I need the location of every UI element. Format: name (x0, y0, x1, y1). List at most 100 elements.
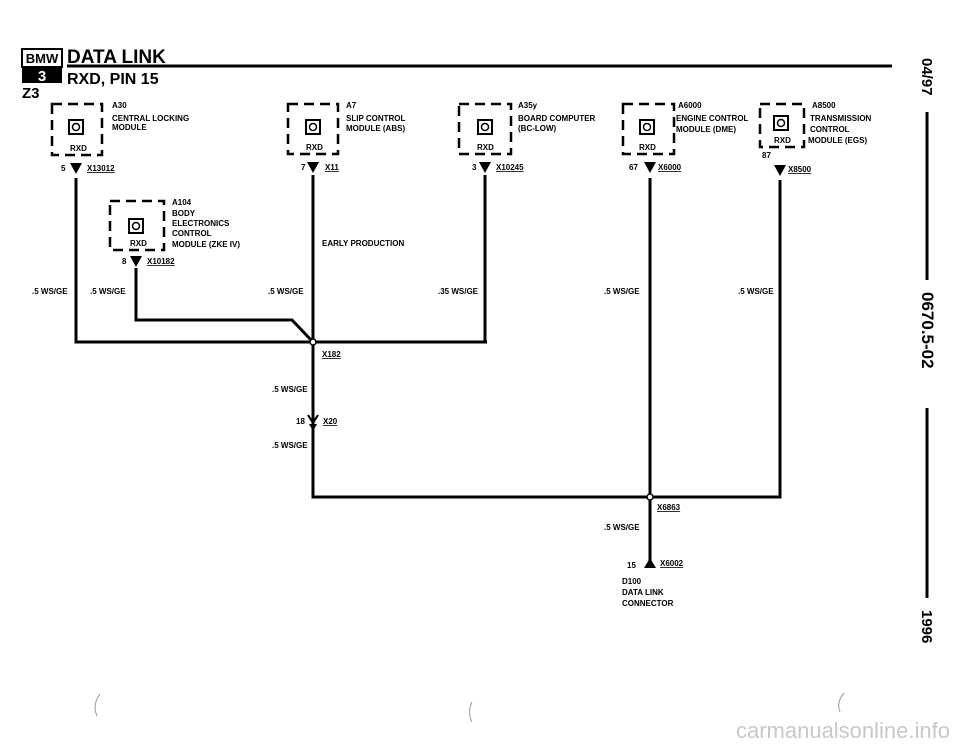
module-a30-line2: MODULE (112, 123, 147, 132)
early-production-note: EARLY PRODUCTION (322, 239, 404, 248)
module-a35y-line2: (BC-LOW) (518, 124, 557, 133)
connector-arrow (307, 162, 319, 173)
module-a6000-line2: MODULE (DME) (676, 125, 736, 134)
wire-label-a6000: .5 WS/GE (604, 287, 640, 296)
wire-label-a104: .5 WS/GE (90, 287, 126, 296)
module-a30-line1: CENTRAL LOCKING (112, 114, 189, 123)
module-a8500-id: A8500 (812, 101, 836, 110)
connector-arrow (774, 165, 786, 176)
connector-arrow (479, 162, 491, 173)
module-a6000-pin-label: RXD (639, 143, 656, 152)
watermark-text: carmanualsonline.info (736, 718, 950, 743)
bmw-logo: BMW 3 (21, 48, 63, 85)
header: BMW 3 DATA LINK RXD, PIN 15 Z3 (21, 47, 892, 102)
splice-x6863-label: X6863 (657, 503, 681, 512)
module-a6000-box (621, 102, 676, 156)
module-a35y-id: A35y (518, 101, 538, 110)
splice-x6863-dot (646, 493, 654, 501)
module-icon (68, 119, 84, 135)
module-a104-line3: CONTROL (172, 229, 212, 238)
module-a7: RXD A7 SLIP CONTROL MODULE (ABS) 7 X11 (286, 101, 406, 173)
module-icon (128, 218, 144, 234)
module-a7-id: A7 (346, 101, 357, 110)
module-icon (477, 119, 493, 135)
module-a6000-id: A6000 (678, 101, 702, 110)
module-a104-connector: X10182 (147, 257, 175, 266)
module-a8500-pin-label: RXD (774, 136, 791, 145)
year-label: 1996 (918, 610, 935, 643)
connector-x20-id: X20 (323, 417, 338, 426)
d100-label: D100 DATA LINK CONNECTOR (622, 577, 674, 608)
doc-number-label: 0670.5-02 (918, 292, 937, 369)
wire-label-d100: .5 WS/GE (604, 523, 640, 532)
module-a7-connector: X11 (325, 163, 339, 172)
module-a35y-pin: 3 (472, 163, 477, 172)
module-a6000-line1: ENGINE CONTROL (676, 114, 749, 123)
page-title: DATA LINK (67, 47, 166, 68)
module-a7-line1: SLIP CONTROL (346, 114, 406, 123)
model-label: Z3 (22, 85, 40, 102)
module-icon (305, 119, 321, 135)
module-a35y: RXD A35y BOARD COMPUTER (BC-LOW) 3 X1024… (457, 101, 596, 173)
connector-arrow (130, 256, 142, 267)
connector-x6002: 15 X6002 (627, 558, 684, 570)
logo-series-text: 3 (38, 68, 46, 85)
connector-x20-pin: 18 (296, 417, 305, 426)
module-a30-connector: X13012 (87, 164, 115, 173)
module-a7-line2: MODULE (ABS) (346, 124, 405, 133)
module-a35y-line1: BOARD COMPUTER (518, 114, 596, 123)
connector-x20-arrow (307, 414, 319, 425)
connector-x20-arrow-head (309, 424, 317, 431)
wires (74, 175, 782, 565)
module-a8500-pin: 87 (762, 151, 771, 160)
module-a35y-box (457, 102, 513, 156)
module-icon (639, 119, 655, 135)
module-a104-line2: ELECTRONICS (172, 219, 230, 228)
module-a6000-connector: X6000 (658, 163, 682, 172)
module-a104-line1: BODY (172, 209, 196, 218)
date-label: 04/97 (918, 58, 935, 96)
connector-arrow (70, 163, 82, 174)
wire-a104 (134, 268, 315, 344)
module-a30-id: A30 (112, 101, 127, 110)
module-a104-id: A104 (172, 198, 192, 207)
module-a8500-box (758, 102, 806, 149)
wire-label-mid1: .5 WS/GE (272, 385, 308, 394)
module-a8500-line3: MODULE (EGS) (808, 136, 867, 145)
module-a8500-line1: TRANSMISSION (810, 114, 872, 123)
module-a7-pin: 7 (301, 163, 306, 172)
wire-label-a35: .35 WS/GE (438, 287, 479, 296)
logo-bmw-text: BMW (26, 51, 59, 66)
wire-labels: .5 WS/GE .5 WS/GE .5 WS/GE .35 WS/GE .5 … (32, 287, 774, 532)
wire-label-mid2: .5 WS/GE (272, 441, 308, 450)
module-a30-pin-label: RXD (70, 144, 87, 153)
d100-line3: CONNECTOR (622, 599, 674, 608)
module-a8500-connector: X8500 (788, 165, 812, 174)
side-bar: 04/97 0670.5-02 1996 (918, 58, 937, 643)
module-a104-pin-label: RXD (130, 239, 147, 248)
module-a30: RXD A30 CENTRAL LOCKING MODULE 5 X13012 (50, 101, 189, 174)
module-a7-pin-label: RXD (306, 143, 323, 152)
connector-arrow (644, 162, 656, 173)
module-icon (773, 115, 789, 131)
page-subtitle: RXD, PIN 15 (67, 71, 159, 88)
module-a104-pin: 8 (122, 257, 127, 266)
module-a104: RXD A104 BODY ELECTRONICS CONTROL MODULE… (108, 198, 240, 267)
module-a30-pin: 5 (61, 164, 66, 173)
module-a6000: RXD A6000 ENGINE CONTROL MODULE (DME) 67… (621, 101, 749, 173)
module-a6000-pin: 67 (629, 163, 638, 172)
wire-label-a7: .5 WS/GE (268, 287, 304, 296)
splice-x182-label: X182 (322, 350, 341, 359)
scan-marks (94, 692, 845, 723)
module-a35y-pin-label: RXD (477, 143, 494, 152)
module-a7-box (286, 102, 340, 156)
connector-x6002-arrow (644, 558, 656, 568)
connector-x6002-id: X6002 (660, 559, 684, 568)
wire-label-a8500: .5 WS/GE (738, 287, 774, 296)
d100-line1: D100 (622, 577, 642, 586)
d100-line2: DATA LINK (622, 588, 664, 597)
splice-x182-dot (309, 338, 317, 346)
connector-x6002-pin: 15 (627, 561, 636, 570)
module-a8500-line2: CONTROL (810, 125, 850, 134)
